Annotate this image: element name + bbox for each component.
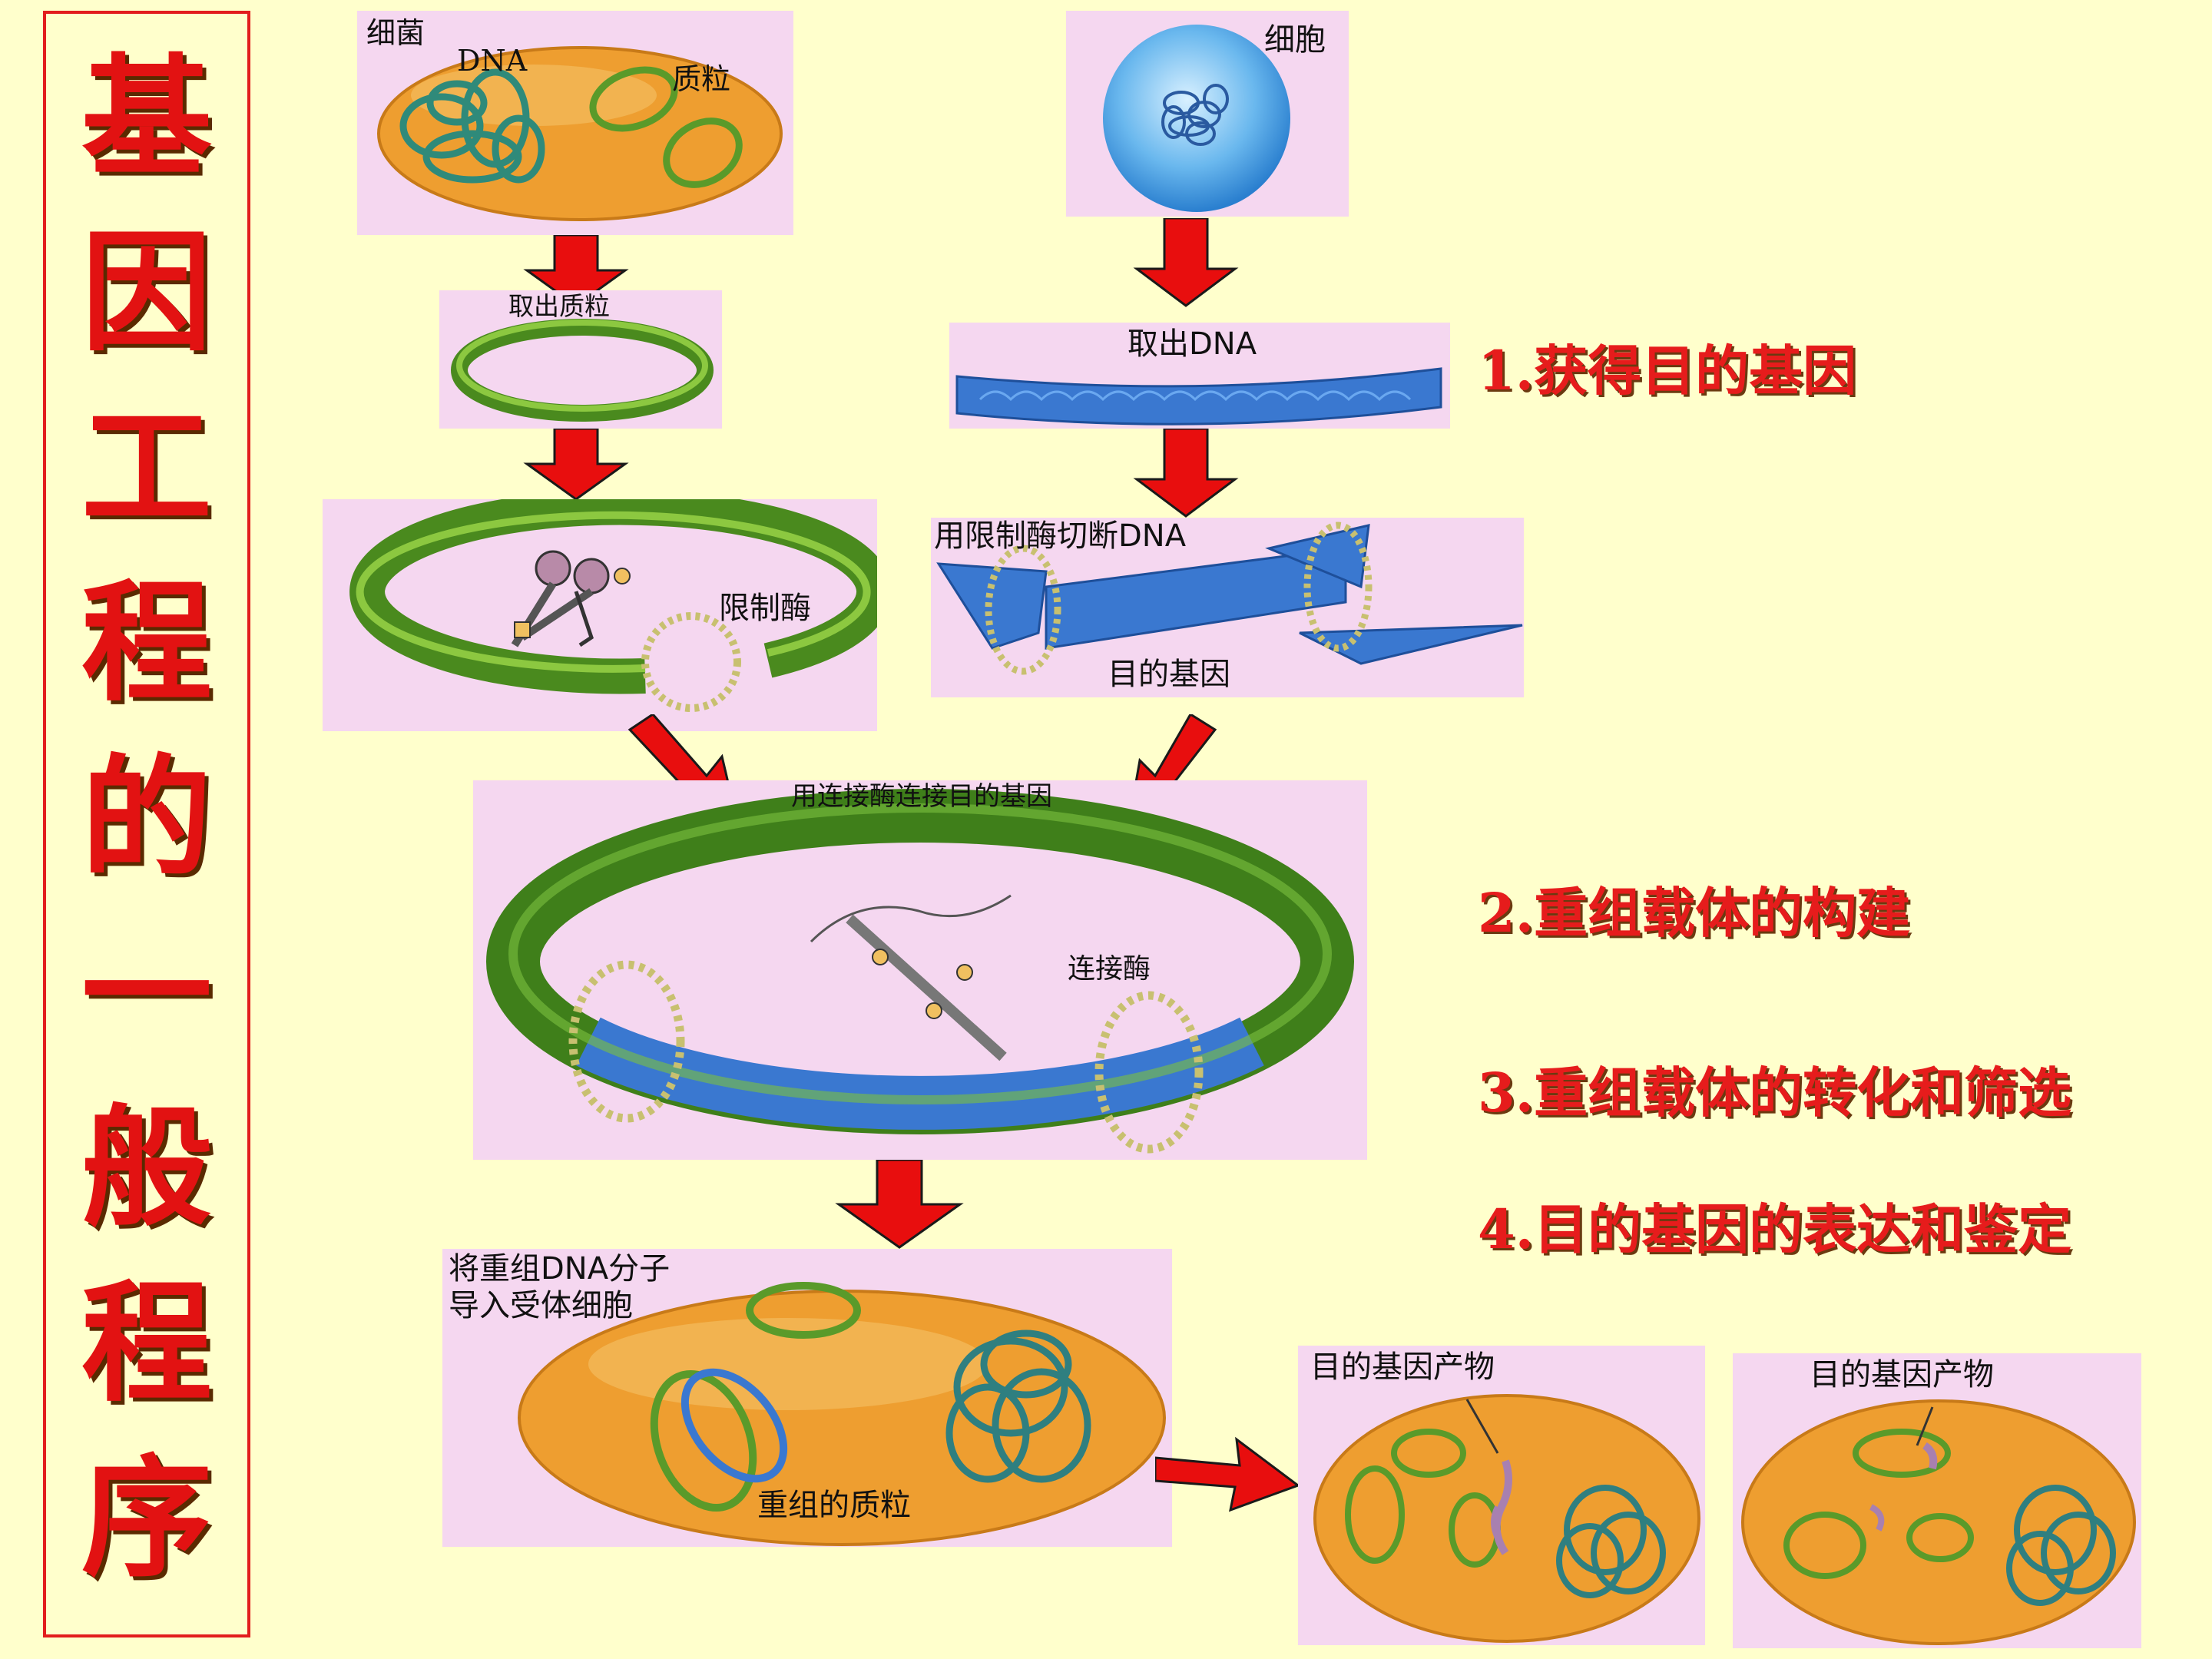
bacteria-panel: 细菌 DNA 质粒 xyxy=(357,11,793,235)
cell-label: 细胞 xyxy=(1264,22,1326,58)
step-1: 1.获得目的基因 xyxy=(1478,339,1857,402)
cut-dna-segments xyxy=(936,522,1523,675)
title-char: 一 xyxy=(81,916,212,1070)
title-char: 基 xyxy=(81,41,212,194)
plasmid-label: 质粒 xyxy=(672,62,731,96)
arrow-down xyxy=(835,1160,964,1249)
product-label-2: 目的基因产物 xyxy=(1810,1357,1994,1392)
introduce-label-line1: 将重组DNA分子 xyxy=(449,1251,671,1286)
extract-plasmid-panel: 取出质粒 xyxy=(439,290,722,429)
dna-label: DNA xyxy=(457,44,528,78)
extract-plasmid-label: 取出质粒 xyxy=(508,291,610,321)
cut-dna-panel: 用限制酶切断DNA 目的基因 xyxy=(931,518,1524,697)
restriction-enzyme-label: 限制酶 xyxy=(719,591,811,626)
ligase-connect-label: 用连接酶连接目的基因 xyxy=(791,781,1052,812)
cut-plasmid xyxy=(349,499,877,712)
needle-icon xyxy=(810,894,1012,1061)
introduce-panel: 将重组DNA分子 导入受体细胞 重组的质粒 xyxy=(442,1249,1172,1547)
product-panel-1: 目的基因产物 xyxy=(1298,1346,1705,1645)
product-panel-2: 目的基因产物 xyxy=(1733,1353,2141,1648)
title-char: 程 xyxy=(81,1267,212,1420)
title-box: 基 因 工 程 的 一 般 程 序 xyxy=(43,11,250,1637)
title-char: 工 xyxy=(81,391,212,545)
host-cell xyxy=(518,1282,1166,1546)
cell-panel: 细胞 xyxy=(1066,11,1349,217)
bacteria-label: 细菌 xyxy=(366,16,426,50)
ligase-label: 连接酶 xyxy=(1068,953,1151,985)
arrow-down xyxy=(1133,429,1239,518)
recombinant-ring xyxy=(486,789,1354,1154)
cell-illustration xyxy=(1103,25,1290,212)
product-label-1: 目的基因产物 xyxy=(1310,1349,1495,1385)
extract-dna-label: 取出DNA xyxy=(1128,326,1257,362)
arrow-down xyxy=(523,235,629,307)
arrow-down xyxy=(1133,218,1239,307)
title-char: 的 xyxy=(81,741,212,895)
recombinant-plasmid-label: 重组的质粒 xyxy=(757,1488,911,1523)
product-cell-2 xyxy=(1741,1399,2136,1645)
cut-dna-label: 用限制酶切断DNA xyxy=(934,518,1187,554)
ligase-panel: 用连接酶连接目的基因 连接酶 xyxy=(473,780,1367,1160)
bacteria-illustration xyxy=(377,46,783,221)
dna-segment xyxy=(955,367,1442,426)
step-3: 3.重组载体的转化和筛选 xyxy=(1478,1061,2072,1124)
arrow-right xyxy=(1155,1436,1301,1512)
plasmid-ring xyxy=(451,319,714,422)
scissors-icon xyxy=(511,550,631,647)
arrow-down xyxy=(523,429,629,501)
target-gene-label: 目的基因 xyxy=(1108,657,1230,692)
restriction-panel: 限制酶 xyxy=(323,499,877,731)
introduce-label-line2: 导入受体细胞 xyxy=(449,1288,633,1323)
product-cell-1 xyxy=(1313,1394,1700,1643)
step-2: 2.重组载体的构建 xyxy=(1478,881,1911,945)
step-4: 4.目的基因的表达和鉴定 xyxy=(1478,1197,2072,1261)
title-char: 般 xyxy=(81,1091,212,1245)
title-char: 因 xyxy=(81,216,212,369)
title-char: 程 xyxy=(81,566,212,720)
extract-dna-panel: 取出DNA xyxy=(949,323,1450,429)
title-char: 序 xyxy=(81,1442,212,1595)
